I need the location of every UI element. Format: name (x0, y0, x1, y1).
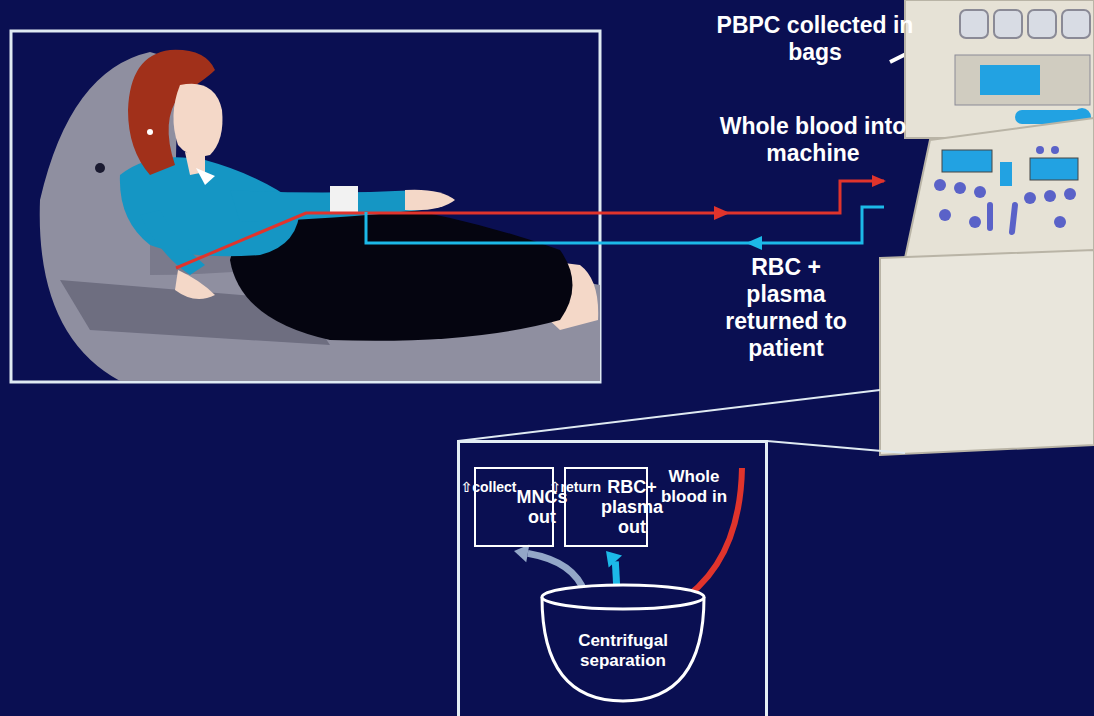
callout-label: Whole blood into machine (718, 113, 908, 167)
apheresis-machine (880, 0, 1094, 455)
scene-frame (11, 31, 600, 382)
box-heading: ⇧collect (460, 479, 516, 495)
node-text: Centrifugal separation (538, 631, 708, 671)
zoom-line (767, 441, 905, 453)
patient-in-chair (40, 50, 600, 381)
callout-label: RBC + plasma returned to patient (722, 254, 850, 362)
node-text: RBC+ plasma out (601, 477, 663, 537)
zoom-line (458, 390, 880, 441)
inset-panel: Whole blood in ⇧collectMNCs out⇧returnRBC… (457, 440, 768, 716)
output-box: ⇧collectMNCs out (474, 467, 554, 547)
box-heading: ⇧return (549, 479, 601, 495)
callout-label: PBPC collected in bags (700, 12, 930, 66)
flow-arrow (514, 545, 585, 593)
output-box: ⇧returnRBC+ plasma out (564, 467, 648, 547)
inflow-label: Whole blood in (656, 467, 732, 507)
centrifuge-bowl: Centrifugal separation (538, 581, 708, 705)
